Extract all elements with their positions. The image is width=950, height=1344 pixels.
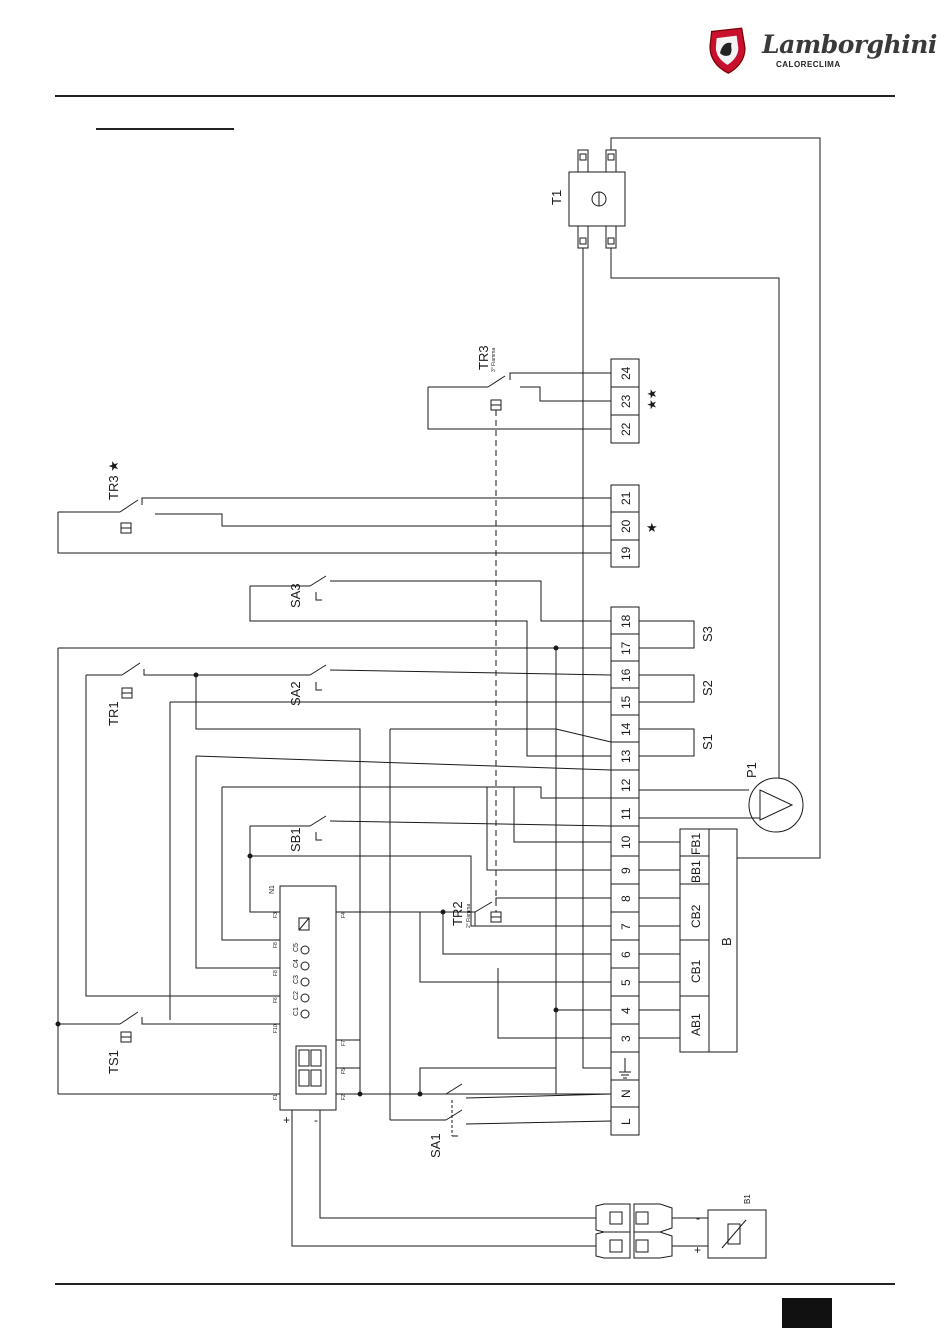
sa2-label: SA2 xyxy=(288,681,303,706)
tr2-label: TR2 xyxy=(450,901,465,926)
minus-b1: - xyxy=(696,1211,700,1225)
sa2-switch xyxy=(196,665,611,690)
module-cb1: CB1 xyxy=(689,959,703,983)
minus-left: - xyxy=(314,1113,318,1127)
tr1-label: TR1 xyxy=(106,701,121,726)
n1-controller xyxy=(280,886,336,1110)
terminal-21: 21 xyxy=(619,491,633,505)
terminal-20: 20 xyxy=(619,519,633,533)
terminal-17: 17 xyxy=(619,641,633,655)
terminal-5: 5 xyxy=(619,979,633,986)
led-c2: C2 xyxy=(293,991,300,1000)
plus-left: + xyxy=(283,1113,290,1127)
n1-pin: F4 xyxy=(341,912,347,918)
diagram-labels: T1 TR3 3° Fiamma TR3 ★ SA3 SA2 TR1 SB1 T… xyxy=(106,190,759,1257)
terminal-9: 9 xyxy=(619,867,633,874)
terminal-22: 22 xyxy=(619,422,633,436)
n1-pin: F10 xyxy=(273,1024,279,1033)
led-c5: C5 xyxy=(293,943,300,952)
n1-pin: F6 xyxy=(273,997,279,1003)
s3-label: S3 xyxy=(700,626,715,642)
footer-rule xyxy=(55,1283,895,1285)
n1-pin: F2 xyxy=(341,1094,347,1100)
sa3-label: SA3 xyxy=(288,583,303,608)
terminal-13: 13 xyxy=(619,749,633,763)
s1-label: S1 xyxy=(700,734,715,750)
n1-led-labels: C1 C2 C3 C4 C5 xyxy=(293,943,300,1016)
tr2-switch xyxy=(336,898,611,926)
b-module-labels: FB1 BB1 CB2 CB1 AB1 xyxy=(689,833,703,1036)
n1-label: N1 xyxy=(269,885,276,894)
t1-transformer xyxy=(569,150,625,248)
b1-label: B1 xyxy=(743,1194,752,1204)
earth-icon xyxy=(619,1058,631,1078)
sb1-label: SB1 xyxy=(288,827,303,852)
p1-pump xyxy=(749,778,803,832)
module-cb2: CB2 xyxy=(689,904,703,928)
terminal-14: 14 xyxy=(619,722,633,736)
s2-label: S2 xyxy=(700,680,715,696)
tr3-top-switch xyxy=(428,373,611,429)
terminal-l: L xyxy=(619,1118,633,1125)
tr2-sublabel: 2° Fiamma xyxy=(466,904,472,928)
terminal-23: 23 xyxy=(619,394,633,408)
terminal-n: N xyxy=(619,1089,633,1098)
terminal-16: 16 xyxy=(619,668,633,682)
terminal-8: 8 xyxy=(619,895,633,902)
terminal-18: 18 xyxy=(619,614,633,628)
n1-pin: F5 xyxy=(341,1068,347,1074)
terminal-3: 3 xyxy=(619,1035,633,1042)
tr3-left-switch xyxy=(58,498,611,553)
ts1-label: TS1 xyxy=(106,1050,121,1074)
t1-label: T1 xyxy=(549,190,564,205)
tr3-top-sublabel: 3° Fiamma xyxy=(491,348,497,372)
terminal-24: 24 xyxy=(619,366,633,380)
terminal-11: 11 xyxy=(619,807,633,820)
p1-label: P1 xyxy=(744,762,759,778)
b1-connector xyxy=(596,1204,672,1258)
terminal-12: 12 xyxy=(619,778,633,792)
b-label: B xyxy=(719,937,734,946)
tr3-top-label: TR3 xyxy=(476,345,491,370)
star-23: ★★ xyxy=(645,388,659,410)
terminal-10: 10 xyxy=(619,835,633,849)
module-ab1: AB1 xyxy=(689,1013,703,1036)
sa1-switch xyxy=(390,1084,611,1136)
terminal-15: 15 xyxy=(619,695,633,709)
terminal-6: 6 xyxy=(619,951,633,958)
ts1-switch xyxy=(120,1012,280,1042)
led-c4: C4 xyxy=(293,959,300,968)
n1-pin: F8 xyxy=(273,970,279,976)
n1-pin: F1 xyxy=(273,1094,279,1100)
sa1-label: SA1 xyxy=(428,1133,443,1158)
plus-b1: + xyxy=(694,1243,701,1257)
star-20: ★ xyxy=(646,520,658,535)
terminal-labels: 24 23 22 21 20 19 18 17 16 15 14 13 12 1… xyxy=(619,366,633,1125)
module-fb1: FB1 xyxy=(689,833,703,855)
n1-pin: F8 xyxy=(273,942,279,948)
led-c3: C3 xyxy=(293,975,300,984)
page-number-box xyxy=(782,1298,832,1328)
b1-sensor xyxy=(708,1210,766,1258)
n1-pin: F7 xyxy=(341,1040,347,1046)
terminal-7: 7 xyxy=(619,923,633,930)
led-c1: C1 xyxy=(293,1007,300,1016)
tr3-left-label: TR3 ★ xyxy=(106,460,121,500)
n1-pin: F3 xyxy=(273,912,279,918)
terminal-19: 19 xyxy=(619,546,633,560)
module-bb1: BB1 xyxy=(689,860,703,883)
terminal-4: 4 xyxy=(619,1007,633,1014)
